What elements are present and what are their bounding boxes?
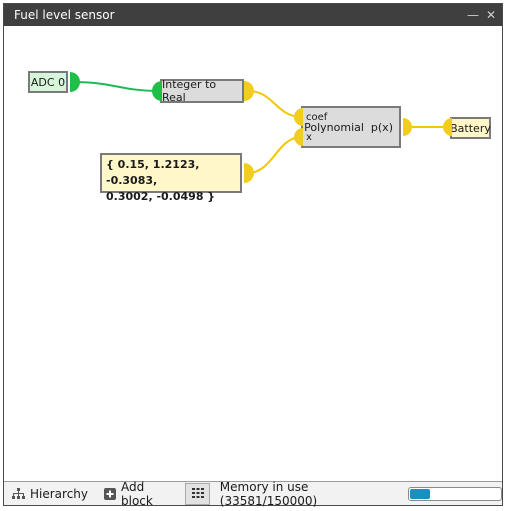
constant-array-block[interactable]: { 0.15, 1.2123, -0.3083, 0.3002, -0.0498… (100, 153, 242, 203)
polynomial-block[interactable]: coef x Polynomial p(x) (301, 106, 401, 148)
coef-port-label: coef (306, 112, 328, 123)
memory-progress-fill (410, 488, 431, 499)
hierarchy-icon (12, 487, 25, 500)
wire-adc-to-integer (72, 81, 163, 92)
hierarchy-label: Hierarchy (30, 486, 89, 501)
constant-array-value: { 0.15, 1.2123, -0.3083, 0.3002, -0.0498… (106, 158, 216, 203)
window-title: Fuel level sensor (14, 8, 115, 22)
status-bar: Hierarchy Add block Memory in use ( (4, 479, 502, 508)
battery-input-port[interactable] (442, 118, 452, 136)
battery-block[interactable]: Battery (450, 117, 491, 139)
adc-output-port[interactable] (70, 72, 80, 92)
coef-input-port[interactable] (293, 108, 303, 126)
grid-toggle-button[interactable] (185, 482, 210, 505)
memory-usage-label: Memory in use (33581/150000) (219, 479, 318, 508)
battery-label: Battery (450, 121, 491, 135)
plus-square-icon (104, 487, 117, 500)
editor-window: Fuel level sensor — ✕ ADC 0 Integer to R… (3, 3, 503, 508)
grid-icon (191, 487, 204, 501)
integer-input-port[interactable] (152, 81, 162, 101)
hierarchy-button[interactable]: Hierarchy (4, 482, 96, 506)
close-icon[interactable]: ✕ (485, 8, 497, 22)
integer-to-real-block[interactable]: Integer to Real (160, 78, 244, 104)
adc-block-label: ADC 0 (30, 75, 66, 89)
title-bar: Fuel level sensor — ✕ (4, 4, 502, 26)
add-block-button[interactable]: Add block (96, 479, 183, 508)
polynomial-output-port[interactable] (403, 118, 413, 136)
polynomial-label: Polynomial p(x) (304, 120, 393, 134)
x-port-label: x (306, 132, 312, 143)
constant-output-port[interactable] (244, 163, 256, 183)
integer-output-port[interactable] (244, 81, 254, 101)
memory-progress-bar (408, 486, 502, 501)
integer-to-real-label: Integer to Real (162, 78, 217, 104)
minimize-icon[interactable]: — (467, 8, 479, 22)
add-block-label: Add block (121, 479, 153, 508)
x-input-port[interactable] (293, 128, 303, 146)
adc-block[interactable]: ADC 0 (28, 71, 68, 93)
block-canvas[interactable]: ADC 0 Integer to Real coef x Polynomial … (4, 26, 502, 481)
